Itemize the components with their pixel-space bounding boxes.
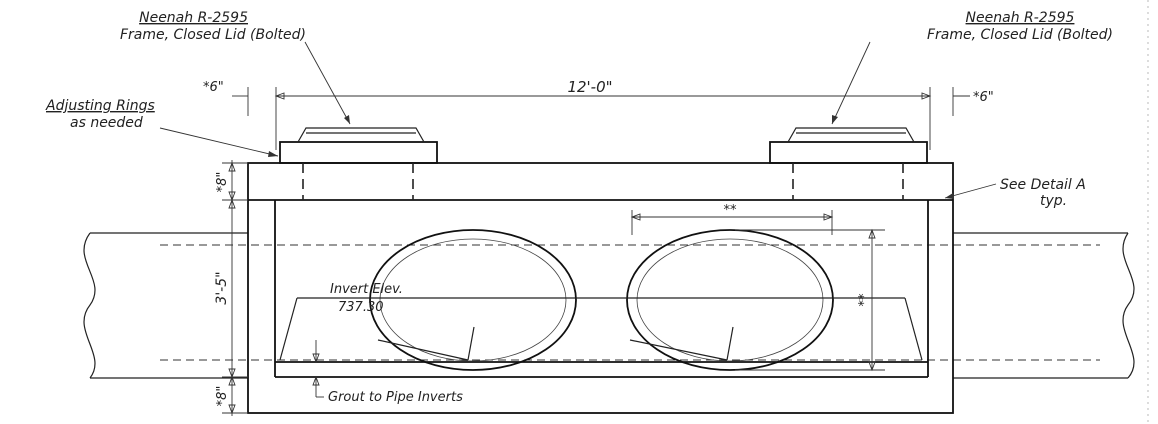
see-detail-label-1: See Detail A: [1000, 177, 1086, 193]
frame-right-label-1: Neenah R-2595: [966, 10, 1075, 26]
vertical-dimensions: [222, 160, 248, 416]
grout-dimension: [312, 340, 324, 398]
opening-width-label: **: [724, 203, 738, 218]
frame-left-label-1: Neenah R-2595: [139, 10, 248, 26]
opening-left: [369, 229, 577, 371]
frame-right: [769, 127, 928, 200]
opening-width-dimension: [630, 210, 834, 235]
pipe-left: [83, 232, 248, 379]
adjusting-rings-leader: [159, 127, 279, 157]
invert-elev-label: Invert Elev.: [330, 282, 403, 297]
bench-invert: [279, 297, 923, 361]
frame-left-leader: [304, 41, 351, 125]
invert-elev-value: 737.30: [338, 300, 384, 315]
frame-right-label-2: Frame, Closed Lid (Bolted): [927, 27, 1113, 43]
adjusting-rings-label-1: Adjusting Rings: [45, 98, 155, 114]
adjusting-rings-label-2: as needed: [70, 115, 143, 131]
span-dimension: [232, 87, 970, 150]
span-dimension-label: 12'-0": [567, 78, 612, 96]
see-detail-arrow: [945, 193, 954, 199]
top-slab-label: *8": [215, 172, 230, 193]
frame-right-leader: [831, 41, 871, 125]
adjusting-rings-arrow: [268, 151, 278, 157]
offset-left-label: *6": [203, 80, 224, 95]
frame-left-label-2: Frame, Closed Lid (Bolted): [120, 27, 306, 43]
wall-height-label: 3'-5": [214, 271, 230, 304]
opening-right: [626, 229, 834, 371]
frame-right-arrow: [832, 115, 838, 124]
see-detail-label-2: typ.: [1040, 193, 1067, 209]
frame-left: [279, 127, 438, 200]
see-detail-leader: [944, 183, 997, 199]
offset-right-label: *6": [973, 90, 994, 105]
opening-height-label: **: [857, 293, 872, 307]
bottom-slab-label: *8": [215, 386, 230, 407]
frame-left-arrow: [344, 115, 350, 124]
opening-height-dimension: [735, 228, 885, 372]
vault-outer: [247, 162, 954, 414]
pipe-right: [953, 232, 1135, 379]
grout-label: Grout to Pipe Inverts: [328, 390, 463, 405]
